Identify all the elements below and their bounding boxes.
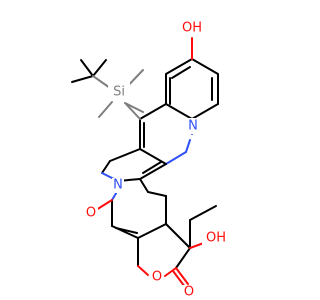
pyrrole-ring — [101, 148, 167, 182]
tert-butyl-group — [71, 59, 111, 89]
carbonyl-oxygen-right-label: O — [184, 285, 194, 300]
amide-nitrogen-label: N — [113, 178, 123, 193]
hydroxyl-bottom-label: OH — [206, 231, 226, 246]
lactone-ring — [137, 223, 191, 288]
silicon-label: Si — [113, 85, 125, 100]
pyridone-ring — [95, 178, 167, 239]
hydroxyl-top-label: OH — [182, 21, 202, 36]
carbonyl-oxygen-left-label: O — [86, 206, 96, 221]
molecule-svg: Si N OH OH O O O N — [71, 20, 230, 300]
ring-oxygen-label: O — [152, 270, 162, 285]
structure-diagram: Si N OH OH O O O N — [71, 20, 230, 300]
pyridine-nitrogen-label: N — [188, 119, 198, 134]
atom-labels: Si N OH OH O O O N — [84, 20, 230, 300]
benzene-ring-upper — [165, 37, 219, 120]
